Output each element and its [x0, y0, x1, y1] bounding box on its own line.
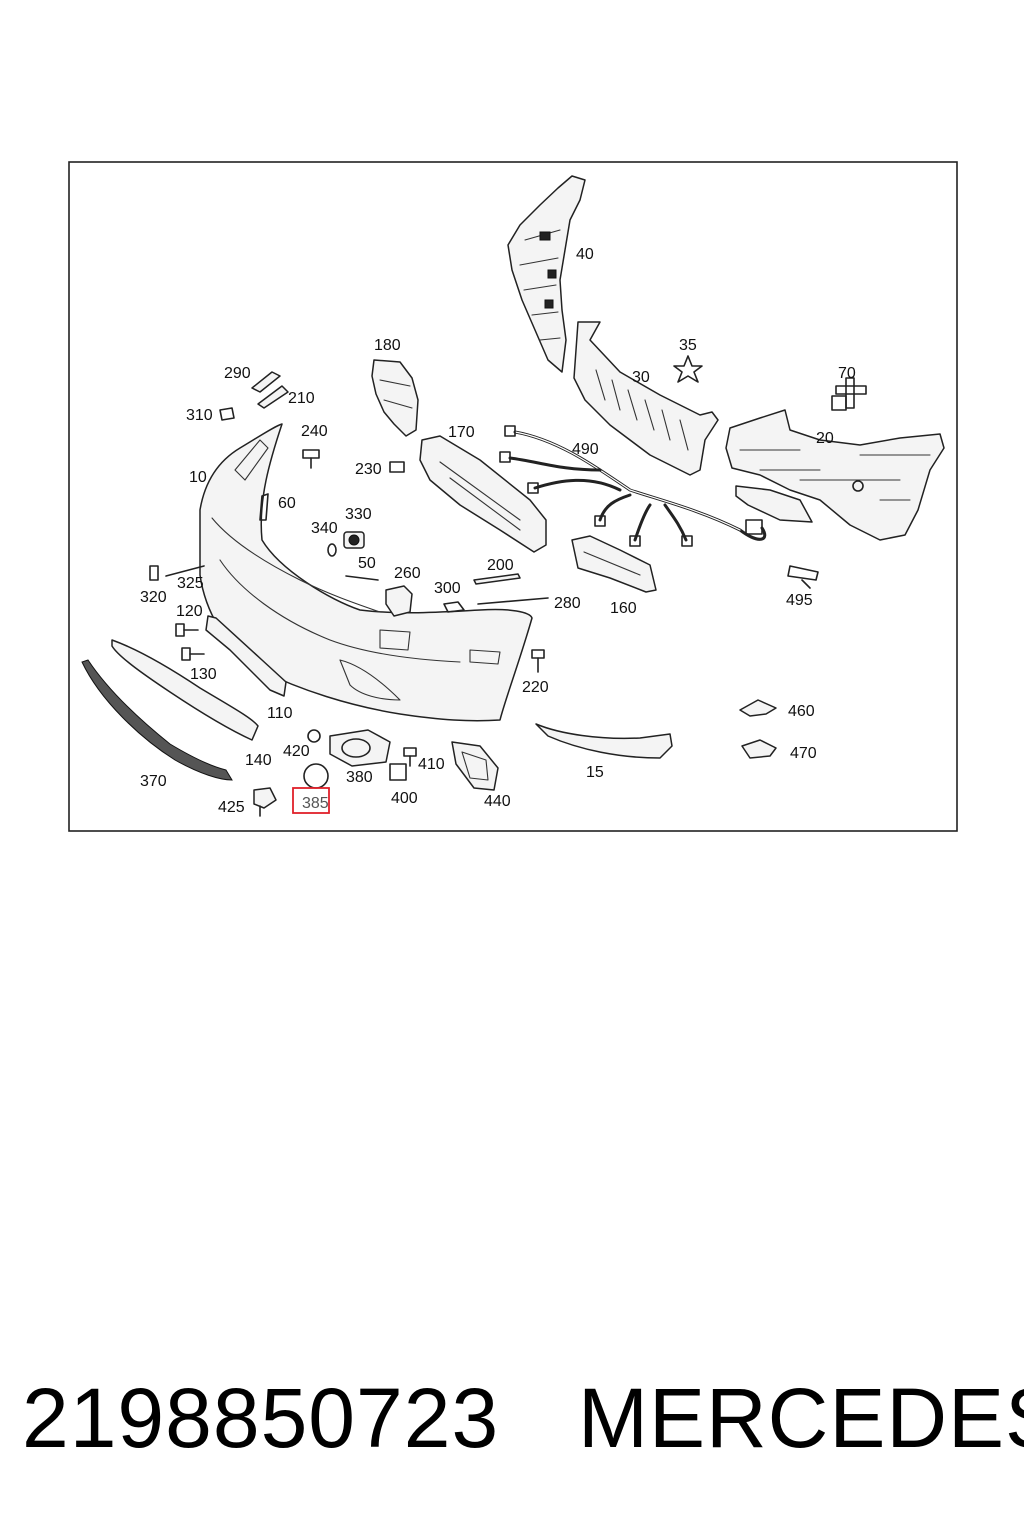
part-490-harness [499, 425, 767, 547]
callout-160: 160 [610, 600, 637, 617]
callout-400: 400 [391, 790, 418, 807]
callout-170: 170 [448, 424, 475, 441]
callout-460: 460 [788, 703, 815, 720]
callout-425: 425 [218, 799, 245, 816]
part-120-screw [175, 623, 199, 637]
callout-320: 320 [140, 589, 167, 606]
part-30-crossbar [573, 321, 719, 476]
part-400-nut [389, 763, 407, 781]
callout-70: 70 [838, 365, 856, 382]
part-380-fog-grille [329, 729, 391, 767]
callout-310: 310 [186, 407, 213, 424]
part-15-trim [535, 723, 673, 759]
part-330-sensor [343, 531, 365, 549]
part-160-absorber [571, 535, 657, 593]
callout-490: 490 [572, 441, 599, 458]
callout-330: 330 [345, 506, 372, 523]
part-300-clip [443, 601, 465, 613]
callout-495: 495 [786, 592, 813, 609]
callout-420: 420 [283, 743, 310, 760]
part-50-trim [345, 575, 379, 581]
callout-60: 60 [278, 495, 296, 512]
callout-470: 470 [790, 745, 817, 762]
part-20-bracket [725, 409, 945, 541]
callout-240: 240 [301, 423, 328, 440]
callout-230: 230 [355, 461, 382, 478]
part-440-ring [451, 741, 499, 791]
callout-120: 120 [176, 603, 203, 620]
callout-290: 290 [224, 365, 251, 382]
callout-340: 340 [311, 520, 338, 537]
part-220-bolt [531, 649, 545, 673]
callout-220: 220 [522, 679, 549, 696]
part-180-bracket [371, 359, 419, 437]
part-40-bracket [507, 175, 586, 373]
part-460-clip [739, 699, 777, 717]
part-140-trim [111, 639, 259, 741]
part-470-nut [741, 739, 777, 759]
part-240-screw [302, 449, 320, 469]
part-70-bolt [831, 377, 867, 411]
part-260-cover [385, 585, 413, 617]
part-410-screw [403, 747, 417, 767]
callout-210: 210 [288, 390, 315, 407]
part-230-clip [389, 461, 405, 473]
part-110-bracket [205, 615, 287, 697]
callout-410: 410 [418, 756, 445, 773]
callout-30: 30 [632, 369, 650, 386]
part-280-trim [477, 597, 549, 605]
part-325-strip [165, 565, 205, 577]
part-370-grille [81, 659, 233, 781]
callout-380: 380 [346, 769, 373, 786]
footer: 2198850723 MERCEDES [22, 1370, 1024, 1470]
part-495-rivet [787, 565, 819, 589]
part-290-strip [251, 371, 281, 393]
callout-130: 130 [190, 666, 217, 683]
callout-440: 440 [484, 793, 511, 810]
callout-50: 50 [358, 555, 376, 572]
part-number: 2198850723 [22, 1371, 500, 1465]
part-420-ring [307, 729, 321, 743]
part-425-clip [253, 787, 277, 817]
part-35-clip [673, 355, 703, 383]
highlight-box-385 [292, 787, 330, 814]
callout-180: 180 [374, 337, 401, 354]
part-170-absorber [419, 435, 547, 553]
part-210-strip [257, 385, 289, 409]
callout-280: 280 [554, 595, 581, 612]
brand-name: MERCEDES [578, 1371, 1024, 1465]
callout-385: 385 [302, 795, 329, 812]
parts-diagram: 40 35 30 70 20 180 290 210 310 240 170 4… [68, 161, 958, 832]
callout-40: 40 [576, 246, 594, 263]
callout-325: 325 [177, 575, 204, 592]
part-10-bumper-cover [199, 423, 533, 722]
callout-10: 10 [189, 469, 207, 486]
callout-20: 20 [816, 430, 834, 447]
part-310-clip [219, 407, 235, 421]
part-340-ring [327, 543, 337, 557]
callout-110: 110 [267, 705, 293, 722]
part-200-trim [473, 573, 521, 585]
callout-260: 260 [394, 565, 421, 582]
part-130-screw [181, 647, 205, 661]
callout-140: 140 [245, 752, 272, 769]
callout-200: 200 [487, 557, 514, 574]
callout-15: 15 [586, 764, 604, 781]
callout-35: 35 [679, 337, 697, 354]
part-60-strip [259, 493, 269, 521]
callout-370: 370 [140, 773, 167, 790]
bumper-exploded-view: 40 35 30 70 20 180 290 210 310 240 170 4… [68, 161, 958, 832]
callout-300: 300 [434, 580, 461, 597]
part-320-clip [149, 565, 159, 581]
